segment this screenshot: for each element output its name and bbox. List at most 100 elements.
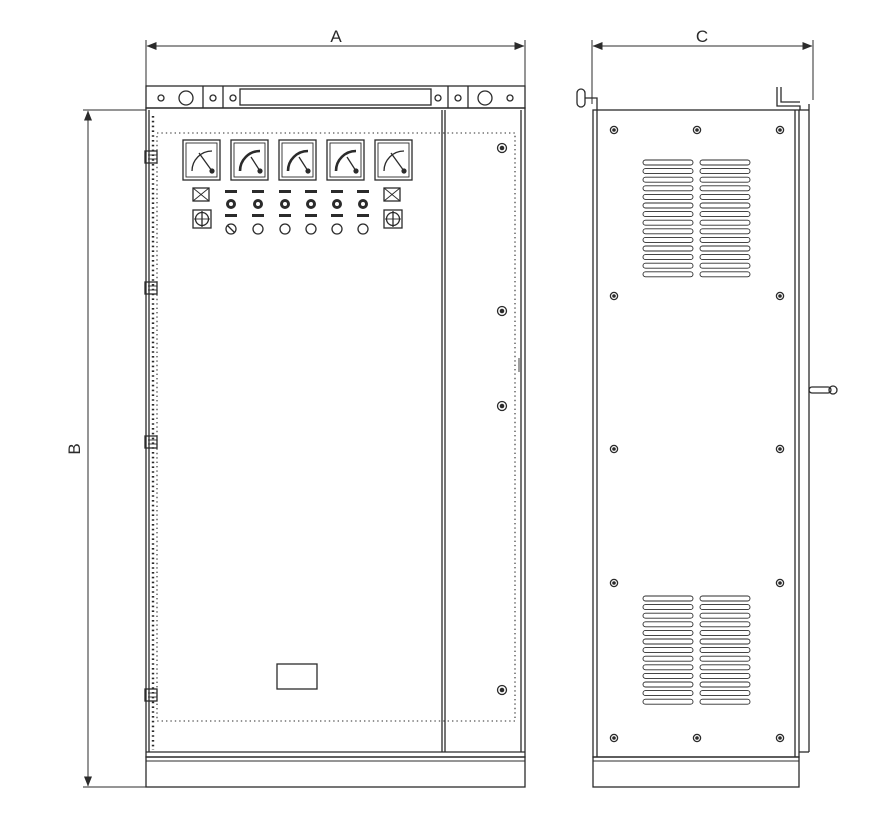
selector-switch xyxy=(192,209,212,229)
door-hinge xyxy=(144,281,158,295)
louver-slot xyxy=(699,176,751,183)
door-hinge xyxy=(144,688,158,702)
button-label-bar xyxy=(279,214,291,217)
louver-slot xyxy=(699,262,751,269)
meter-needle xyxy=(250,156,261,172)
louver-slot xyxy=(699,595,751,602)
button-label-bar xyxy=(305,214,317,217)
dimension-c-label: C xyxy=(696,27,708,46)
screw-ring xyxy=(609,125,619,135)
louver-slot xyxy=(642,262,694,269)
screw-head xyxy=(778,736,782,740)
rail-hole xyxy=(434,94,442,102)
meter-needle xyxy=(298,156,309,172)
louver-slot xyxy=(699,245,751,252)
louver-slot xyxy=(642,236,694,243)
louver-slot xyxy=(642,672,694,679)
lamp-label-bar xyxy=(305,190,317,193)
meter-pivot xyxy=(257,168,263,174)
fixing-screw xyxy=(609,444,619,454)
louver-slot xyxy=(699,604,751,611)
louver-slot xyxy=(642,647,694,654)
panel-screw xyxy=(496,305,508,317)
lifting-bracket-left xyxy=(576,88,598,110)
handle-bar xyxy=(808,386,832,394)
fixing-screw xyxy=(775,125,785,135)
louver-slot xyxy=(699,621,751,628)
louver-slot xyxy=(642,228,694,235)
screw-ring xyxy=(496,305,508,317)
analog-meter xyxy=(230,139,269,181)
push-button xyxy=(357,223,369,235)
louver-slot xyxy=(642,202,694,209)
screw-ring xyxy=(609,733,619,743)
screw-head xyxy=(695,736,699,740)
meter-face xyxy=(185,142,218,178)
plinth xyxy=(145,756,526,788)
side-panel-screws xyxy=(496,142,508,696)
meter-needle xyxy=(390,152,405,172)
louver-slot xyxy=(642,254,694,261)
screw-ring xyxy=(609,578,619,588)
lifting-hole xyxy=(477,90,493,106)
lamp-label-bar xyxy=(225,190,237,193)
screw-ring xyxy=(496,142,508,154)
lamp-label-bar xyxy=(357,190,369,193)
louver-slot xyxy=(699,629,751,636)
selector-switch xyxy=(383,209,403,229)
louver-slot xyxy=(699,236,751,243)
fuse-cross xyxy=(383,187,401,202)
screw-head xyxy=(778,581,782,585)
screw-head xyxy=(612,294,616,298)
lamp-label-bar xyxy=(331,190,343,193)
rail-hole xyxy=(506,94,514,102)
fixing-screw xyxy=(775,578,785,588)
louver-slot xyxy=(642,621,694,628)
side-view xyxy=(576,87,838,788)
analog-meter xyxy=(182,139,221,181)
screw-ring xyxy=(775,291,785,301)
handle-knob xyxy=(828,385,838,395)
hinge-plate xyxy=(144,688,158,702)
louver-slot xyxy=(699,655,751,662)
screw-head xyxy=(612,736,616,740)
dimension-a-label: A xyxy=(330,27,342,46)
meter-needle xyxy=(346,156,357,172)
ventilation-louvers-top xyxy=(642,159,751,278)
louver-slot xyxy=(642,629,694,636)
fixing-screw xyxy=(609,291,619,301)
indicator-lamp-center xyxy=(309,202,313,206)
panel-screw xyxy=(496,142,508,154)
fuse-indicator xyxy=(383,187,401,202)
fuse-indicator xyxy=(192,187,210,202)
analog-meter xyxy=(278,139,317,181)
bracket-inner xyxy=(780,87,800,103)
screw-ring xyxy=(609,291,619,301)
louver-slot xyxy=(699,664,751,671)
door-hinges xyxy=(144,150,158,702)
meter-face xyxy=(377,142,410,178)
louver-slot xyxy=(699,698,751,705)
louver-slot xyxy=(642,698,694,705)
fixing-screw xyxy=(609,125,619,135)
push-button xyxy=(305,223,317,235)
louver-slot xyxy=(642,245,694,252)
meter-frame xyxy=(278,139,317,181)
screw-head xyxy=(499,145,505,151)
panel-meters xyxy=(182,139,413,181)
meter-scale-arc xyxy=(383,150,405,172)
key-switch-slot xyxy=(227,225,235,233)
indicator-column xyxy=(305,190,317,235)
fixing-screw xyxy=(775,291,785,301)
meter-pivot xyxy=(209,168,215,174)
meter-scale-arc xyxy=(286,149,309,172)
indicator-column xyxy=(357,190,369,235)
front-view xyxy=(144,85,526,788)
screw-head xyxy=(499,308,505,314)
screw-ring xyxy=(692,125,702,135)
meter-scale-arc xyxy=(191,150,213,172)
fuse-cross xyxy=(192,187,210,202)
indicator-column xyxy=(225,190,237,235)
meter-frame xyxy=(374,139,413,181)
